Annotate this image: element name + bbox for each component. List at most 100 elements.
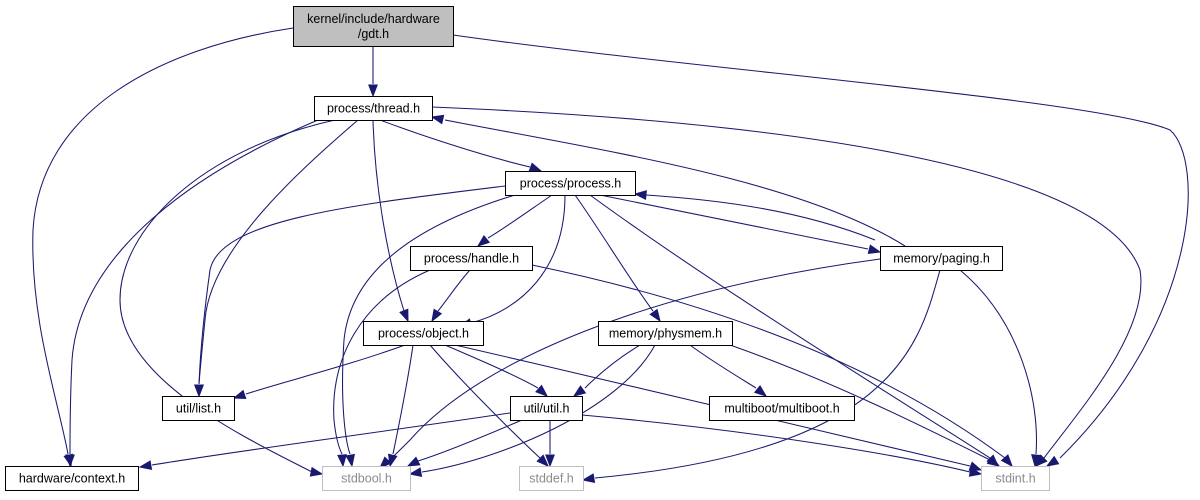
edge-arrowhead	[345, 453, 355, 468]
edge-physmem-to-stdint	[729, 344, 1001, 467]
edge-line	[385, 258, 881, 463]
edge-arrowhead	[408, 467, 423, 477]
edge-process-to-handle	[476, 194, 553, 247]
node-box	[314, 96, 433, 121]
edge-arrowhead	[232, 389, 247, 400]
edge-arrowhead	[431, 308, 443, 323]
edge-arrowhead	[138, 460, 153, 470]
edge-thread-to-process	[379, 119, 543, 172]
node-box	[880, 246, 1003, 271]
edge-line	[151, 412, 511, 466]
edge-arrowhead	[535, 384, 549, 397]
node-stdbool: stdbool.h	[322, 466, 411, 491]
node-label: process/thread.h	[327, 102, 420, 116]
edge-line	[487, 194, 553, 239]
edge-arrowhead	[1031, 454, 1041, 468]
node-label: util/util.h	[524, 402, 570, 416]
edge-process-to-list	[194, 185, 506, 398]
edge-arrowhead	[581, 473, 596, 483]
edge-object-to-stdbool	[388, 344, 414, 468]
edge-thread-to-context	[65, 119, 319, 468]
node-label: util/list.h	[176, 402, 221, 416]
edge-process-to-physmem	[574, 194, 661, 323]
edge-handle-to-stdbool	[333, 269, 431, 468]
node-box	[410, 246, 533, 271]
edge-physmem-to-stdbool	[408, 344, 656, 477]
node-label: multiboot/multiboot.h	[724, 402, 839, 416]
edge-line	[444, 344, 539, 389]
edge-line	[417, 419, 523, 462]
edge-arrowhead	[476, 234, 491, 247]
edge-line	[245, 344, 406, 395]
edge-arrowhead	[753, 384, 768, 397]
node-handle[interactable]: process/handle.h	[410, 246, 533, 271]
edge-arrowhead	[633, 190, 647, 200]
edge-arrowhead	[968, 467, 983, 477]
edge-handle-to-object	[431, 269, 471, 323]
edge-line	[574, 194, 654, 312]
edge-arrowhead	[867, 244, 882, 254]
edge-arrowhead	[388, 453, 398, 468]
node-box	[293, 6, 454, 47]
edge-line	[372, 119, 405, 312]
edge-arrowhead	[1035, 454, 1048, 467]
edge-line	[342, 194, 516, 455]
node-label: stddef.h	[529, 472, 574, 486]
node-stdint: stdint.h	[981, 466, 1050, 491]
edge-line	[444, 119, 906, 247]
edge-arrowhead	[399, 308, 409, 323]
edge-line	[32, 27, 294, 455]
node-box	[519, 466, 584, 491]
nodes-layer: kernel/include/hardware/gdt.h process/thr…	[5, 6, 1050, 491]
edge-process-to-paging	[599, 194, 882, 254]
edge-line	[119, 119, 336, 473]
edge-object-to-stddef	[429, 344, 549, 467]
node-box	[510, 396, 583, 421]
edge-line	[729, 344, 991, 461]
node-process[interactable]: process/process.h	[505, 171, 636, 196]
node-label: process/process.h	[520, 177, 621, 191]
edge-line	[452, 34, 1189, 459]
edge-arrowhead	[1045, 455, 1060, 467]
edge-line	[431, 106, 1142, 459]
node-label: stdbool.h	[341, 472, 392, 486]
node-context[interactable]: hardware/context.h	[5, 466, 139, 491]
edge-handle-to-stdint	[531, 264, 1013, 468]
edge-object-to-util	[444, 344, 549, 397]
node-box	[505, 171, 636, 196]
edge-line	[689, 344, 757, 389]
node-multiboot[interactable]: multiboot/multiboot.h	[709, 396, 855, 421]
edge-arrowhead	[1000, 454, 1013, 468]
edge-physmem-to-multiboot	[689, 344, 768, 397]
edge-paging-to-stdbool	[379, 258, 881, 469]
node-paging[interactable]: memory/paging.h	[880, 246, 1003, 271]
node-util[interactable]: util/util.h	[510, 396, 583, 421]
node-label: process/handle.h	[424, 252, 519, 266]
node-thread[interactable]: process/thread.h	[314, 96, 433, 121]
edge-arrowhead	[368, 84, 378, 98]
edge-arrowhead	[406, 456, 421, 467]
edge-line	[379, 119, 531, 168]
node-box	[162, 396, 235, 421]
node-label: kernel/include/hardware	[307, 12, 440, 26]
edge-arrowhead	[65, 454, 75, 468]
edge-util-to-stdbool	[406, 419, 523, 467]
edge-util-to-context	[138, 412, 511, 470]
edge-line	[581, 414, 971, 473]
edge-arrowhead	[194, 384, 204, 398]
node-label: process/object.h	[378, 327, 469, 341]
edge-line	[333, 269, 431, 455]
node-stddef: stddef.h	[519, 466, 584, 491]
edge-line	[594, 269, 941, 479]
node-physmem[interactable]: memory/physmem.h	[598, 321, 733, 346]
edge-arrowhead	[545, 454, 555, 468]
edge-process-to-stdbool	[342, 194, 516, 468]
edge-util-to-stdint	[581, 414, 983, 477]
node-object[interactable]: process/object.h	[363, 321, 484, 346]
node-gdt[interactable]: kernel/include/hardware/gdt.h	[293, 6, 454, 47]
edge-gdt-to-stdint	[452, 34, 1189, 467]
node-box	[363, 321, 484, 346]
edge-arrowhead	[430, 114, 445, 125]
edge-physmem-to-util	[572, 344, 641, 397]
node-list[interactable]: util/list.h	[162, 396, 235, 421]
